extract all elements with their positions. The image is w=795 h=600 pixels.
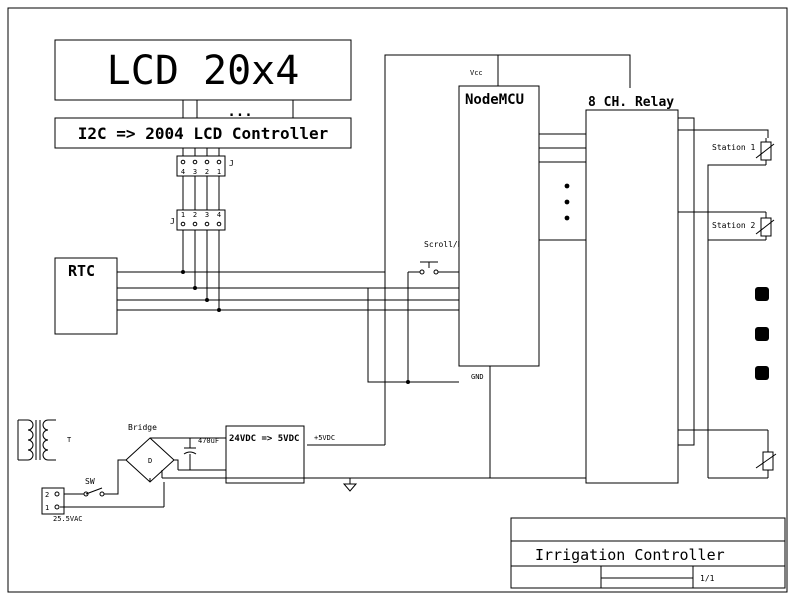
title-block-title: Irrigation Controller <box>535 546 725 564</box>
relay-label: 8 CH. Relay <box>588 95 674 110</box>
pin-label: 1 <box>217 168 221 176</box>
vcc-label: Vcc <box>470 69 483 77</box>
voltage-regulator: 24VDC => 5VDC +5VDC <box>210 425 335 484</box>
lcd-bus: ... <box>182 100 294 120</box>
ground-rail <box>161 469 586 492</box>
relay-board: 8 CH. Relay <box>585 95 679 484</box>
pin-label: 2 <box>193 211 197 219</box>
power-switch: SW <box>64 477 118 497</box>
ground-symbol <box>342 483 358 492</box>
rtc-label: RTC <box>68 262 95 280</box>
bridge-ref: D <box>148 457 152 465</box>
regulator-label: 24VDC => 5VDC <box>229 434 299 444</box>
gnd-rail <box>367 288 491 478</box>
pin-label: 1 <box>181 211 185 219</box>
station-label: Station 1 <box>712 143 756 152</box>
more-stations-indicator <box>755 287 769 380</box>
title-block-sheet: 1/1 <box>700 574 715 583</box>
nodemcu-module: NodeMCU Vcc GND <box>458 69 540 381</box>
i2c-controller: I2C => 2004 LCD Controller <box>54 117 352 149</box>
vcc-rail <box>307 54 631 446</box>
i2c-bus-lines <box>117 270 459 312</box>
pin-label: 3 <box>193 168 197 176</box>
terminal-label: 25.5VAC <box>53 515 83 523</box>
capacitor-label: 470uF <box>198 437 219 445</box>
title-block: Irrigation Controller 1/1 <box>510 517 786 589</box>
lcd-bus-dots: ... <box>227 104 252 120</box>
i2c-label: I2C => 2004 LCD Controller <box>78 124 328 143</box>
gnd-label: GND <box>471 373 484 381</box>
lcd-module: LCD 20x4 <box>54 39 352 101</box>
station-n-valve <box>755 451 777 471</box>
capacitor-470uf: 470uF <box>183 437 219 470</box>
pin-label: 3 <box>205 211 209 219</box>
connector-j-upper: 4 3 2 1 J <box>176 155 234 177</box>
rtc-module: RTC <box>54 257 118 335</box>
terminal-pin: 2 <box>45 491 49 499</box>
switch-label: SW <box>85 477 95 486</box>
nodemcu-label: NodeMCU <box>465 92 524 108</box>
connector-ref: J <box>229 159 234 168</box>
station-2-valve: Station 2 <box>712 217 775 237</box>
terminal-pin: 1 <box>45 504 49 512</box>
regulator-out: +5VDC <box>314 434 335 442</box>
relay-signal-lines <box>539 133 586 241</box>
connector-j-lower: 1 2 3 4 J <box>170 209 226 231</box>
station-label: Station 2 <box>712 221 756 230</box>
pin-label: 2 <box>205 168 209 176</box>
lcd-title: LCD 20x4 <box>107 48 300 94</box>
pin-label: 4 <box>217 211 221 219</box>
transformer: T <box>17 419 72 461</box>
transformer-ref: T <box>67 436 72 444</box>
bridge-label: Bridge <box>128 423 157 432</box>
station-1-valve: Station 1 <box>712 141 775 161</box>
input-terminal: 2 1 25.5VAC <box>41 482 165 523</box>
pin-label: 4 <box>181 168 185 176</box>
connector-ref: J <box>170 217 175 226</box>
